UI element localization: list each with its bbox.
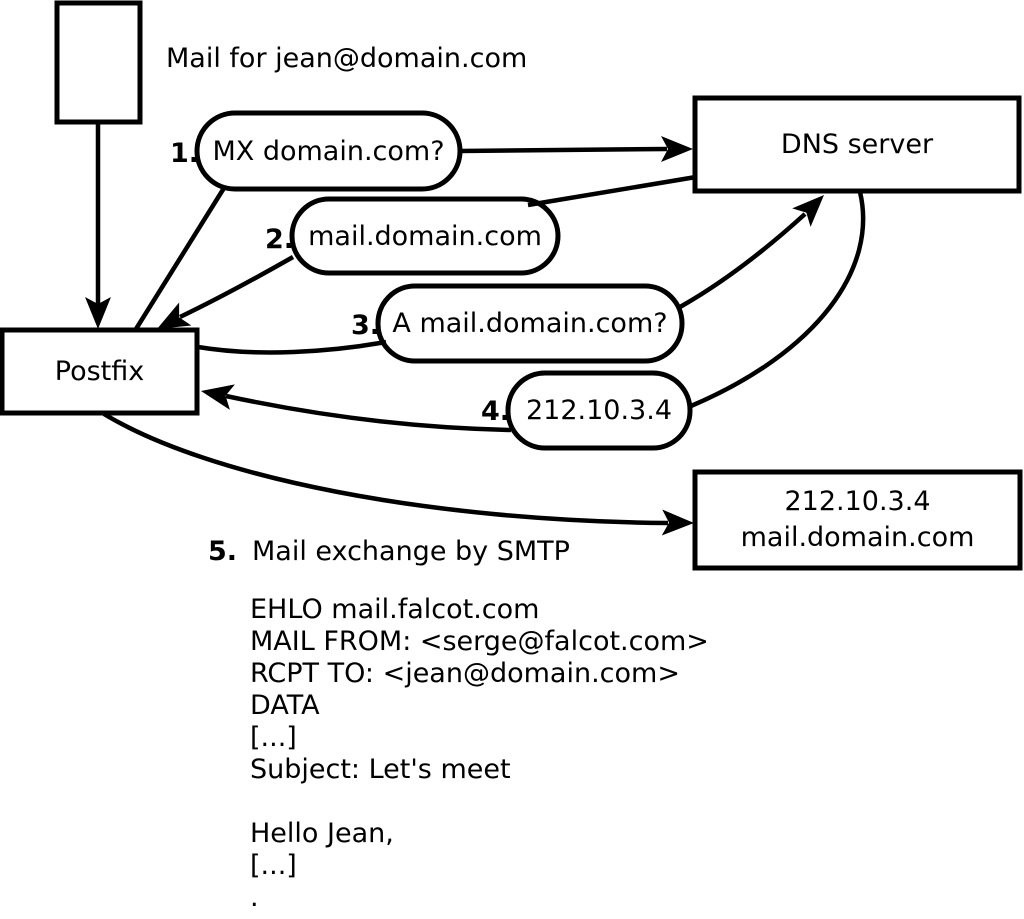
arrowhead-answer1-into-postfix bbox=[157, 302, 192, 329]
mailhost-box bbox=[692, 469, 1023, 571]
postfix-box bbox=[0, 327, 200, 416]
smtp-line: DATA bbox=[250, 690, 320, 721]
arrowhead-into-postfix-top bbox=[85, 297, 111, 329]
pill-mx-query-label: MX domain.com? bbox=[212, 135, 445, 167]
connector-pill1-to-dns bbox=[459, 146, 668, 154]
connector-pill2-to-postfix bbox=[179, 255, 295, 320]
connector-postfix-to-pill1 bbox=[134, 186, 226, 331]
mailhost-label: 212.10.3.4 mail.domain.com bbox=[695, 472, 1020, 568]
connector-pill4-to-postfix bbox=[225, 393, 512, 433]
connector-dns-to-pill2 bbox=[527, 174, 697, 208]
connector-postfix-to-mailhost bbox=[102, 412, 669, 526]
dns-server-box bbox=[692, 95, 1022, 194]
arrowhead-into-mailhost bbox=[661, 509, 694, 536]
smtp-line: [...] bbox=[250, 722, 297, 753]
step-5-number: 5. bbox=[208, 536, 238, 567]
smtp-session-text: EHLO mail.falcot.com MAIL FROM: <serge@f… bbox=[250, 594, 709, 914]
arrowhead-into-dns-left bbox=[661, 136, 693, 162]
smtp-line: . bbox=[250, 882, 259, 913]
arrowhead-into-dns-bottom bbox=[792, 195, 824, 227]
headline: Mail for jean@domain.com bbox=[166, 43, 528, 74]
pill-a-query-label: A mail.domain.com? bbox=[392, 308, 668, 339]
step-4-number: 4. bbox=[481, 396, 511, 427]
mail-message-shape bbox=[54, 0, 143, 125]
smtp-line: RCPT TO: <jean@domain.com> bbox=[250, 658, 680, 689]
smtp-line: [...] bbox=[250, 850, 297, 881]
step-2-number: 2. bbox=[265, 224, 295, 255]
smtp-line: MAIL FROM: <serge@falcot.com> bbox=[250, 626, 709, 657]
postfix-label: Postfix bbox=[54, 356, 145, 387]
connector-pill3-to-dns bbox=[678, 212, 807, 309]
dns-server-label: DNS server bbox=[780, 129, 934, 160]
connector-postfix-to-pill3 bbox=[197, 339, 387, 355]
smtp-line bbox=[250, 786, 709, 818]
pill-a-answer-label: 212.10.3.4 bbox=[526, 395, 672, 426]
arrowhead-answer2-into-postfix bbox=[201, 384, 235, 410]
step-5-label: Mail exchange by SMTP bbox=[252, 536, 570, 567]
mailhost-ip: 212.10.3.4 bbox=[784, 486, 931, 517]
pill-a-query bbox=[375, 283, 685, 364]
connector-dns-to-pill4 bbox=[690, 191, 866, 409]
step-1-number: 1. bbox=[170, 138, 200, 169]
pill-mx-answer-label: mail.domain.com bbox=[308, 220, 542, 252]
smtp-line: Hello Jean, bbox=[250, 818, 394, 849]
step-3-number: 3. bbox=[351, 310, 381, 341]
mailhost-hostname: mail.domain.com bbox=[740, 522, 975, 553]
pill-mx-answer bbox=[289, 196, 561, 276]
smtp-line: Subject: Let's meet bbox=[250, 754, 511, 785]
pill-a-answer bbox=[505, 370, 693, 451]
smtp-line: EHLO mail.falcot.com bbox=[250, 594, 540, 625]
